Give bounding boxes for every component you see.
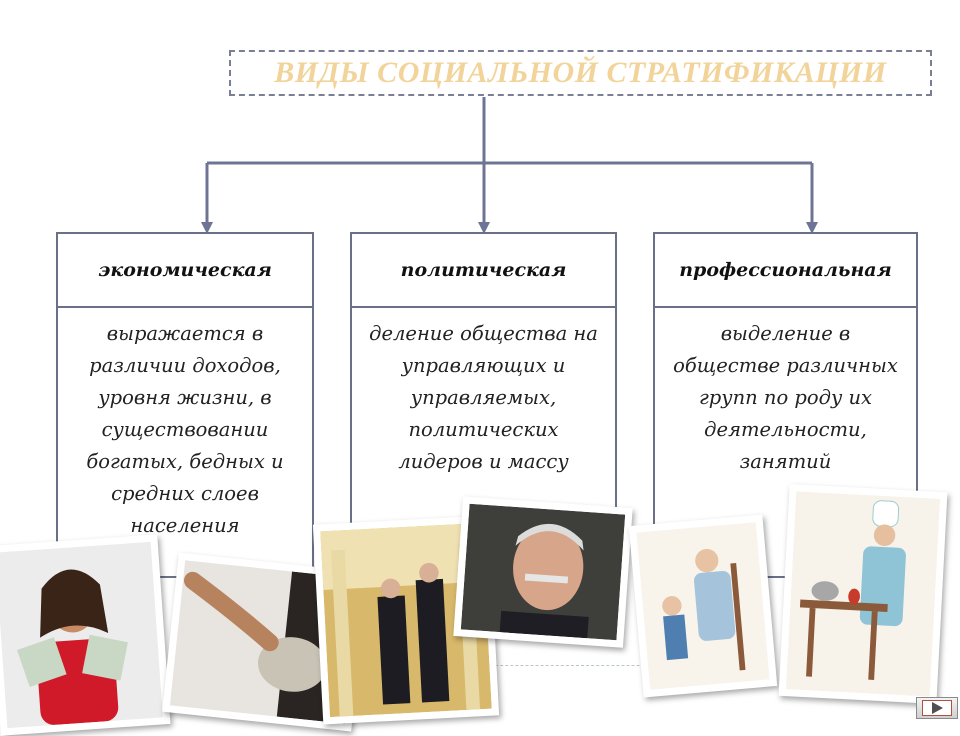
column-professional-heading: профессиональная: [655, 234, 916, 308]
diagram-title: ВИДЫ СОЦИАЛЬНОЙ СТРАТИФИКАЦИИ: [274, 56, 887, 89]
column-economic: экономическая выражается в различии дохо…: [56, 232, 314, 578]
photo-chef-cooking: [778, 484, 948, 704]
next-slide-arrow-icon: [922, 700, 952, 716]
arrow-head-center: [478, 222, 490, 234]
photo-politician-portrait: [453, 496, 633, 648]
column-professional-body: выделение в обществе различных групп по …: [673, 322, 898, 473]
arrow-head-right: [806, 222, 818, 234]
diagram-title-box: ВИДЫ СОЦИАЛЬНОЙ СТРАТИФИКАЦИИ: [229, 50, 932, 96]
column-economic-body: выражается в различии доходов, уровня жи…: [86, 322, 284, 537]
arrow-head-left: [201, 222, 213, 234]
next-slide-button[interactable]: [916, 697, 958, 719]
photo-woman-with-money: [0, 534, 171, 736]
photo-nurse-and-child: [628, 514, 778, 698]
photo-politicians-walking: [312, 515, 500, 725]
footer-divider: [480, 665, 680, 666]
column-political-body: деление общества на управляющих и управл…: [369, 322, 598, 473]
column-political-heading: политическая: [352, 234, 615, 308]
connector-lines: [201, 97, 818, 234]
column-economic-heading: экономическая: [58, 234, 312, 308]
